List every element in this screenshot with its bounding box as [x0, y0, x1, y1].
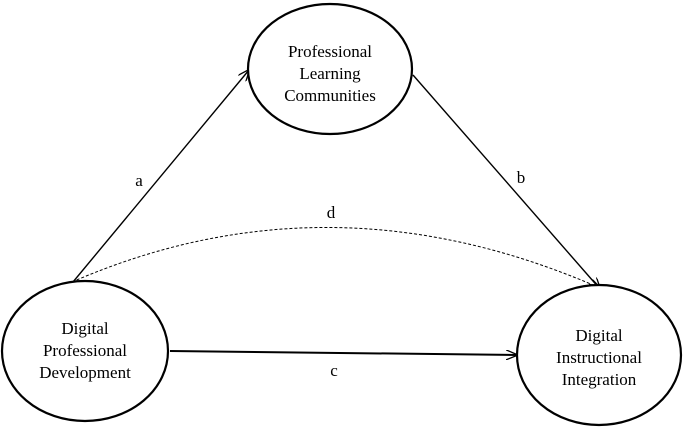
edge-d-arrow	[71, 227, 600, 288]
node-digital-professional-development: Digital Professional Development	[0, 279, 170, 423]
node-plc-line-2: Learning	[299, 64, 361, 83]
node-professional-learning-communities: Professional Learning Communities	[246, 2, 414, 136]
node-dii-ellipse	[515, 283, 683, 427]
edge-c-label: c	[330, 361, 338, 380]
node-dpd-line-1: Digital	[61, 319, 108, 338]
node-plc-line-1: Professional	[288, 42, 372, 61]
node-dii-line-2: Instructional	[556, 348, 642, 367]
edge-a-arrow	[67, 70, 249, 289]
node-dpd-line-2: Professional	[43, 341, 127, 360]
node-dii-line-3: Integration	[562, 370, 637, 389]
edge-d-label: d	[327, 203, 336, 222]
edge-a-label: a	[135, 171, 143, 190]
node-plc-ellipse	[246, 2, 414, 136]
edge-b-arrow	[412, 74, 600, 289]
node-digital-instructional-integration: Digital Instructional Integration	[515, 283, 683, 427]
node-dpd-ellipse	[0, 279, 170, 423]
node-dii-line-1: Digital	[575, 326, 622, 345]
edge-c-arrow	[169, 351, 517, 355]
node-plc-line-3: Communities	[284, 86, 376, 105]
node-dpd-line-3: Development	[39, 363, 131, 382]
edge-b-label: b	[517, 168, 526, 187]
